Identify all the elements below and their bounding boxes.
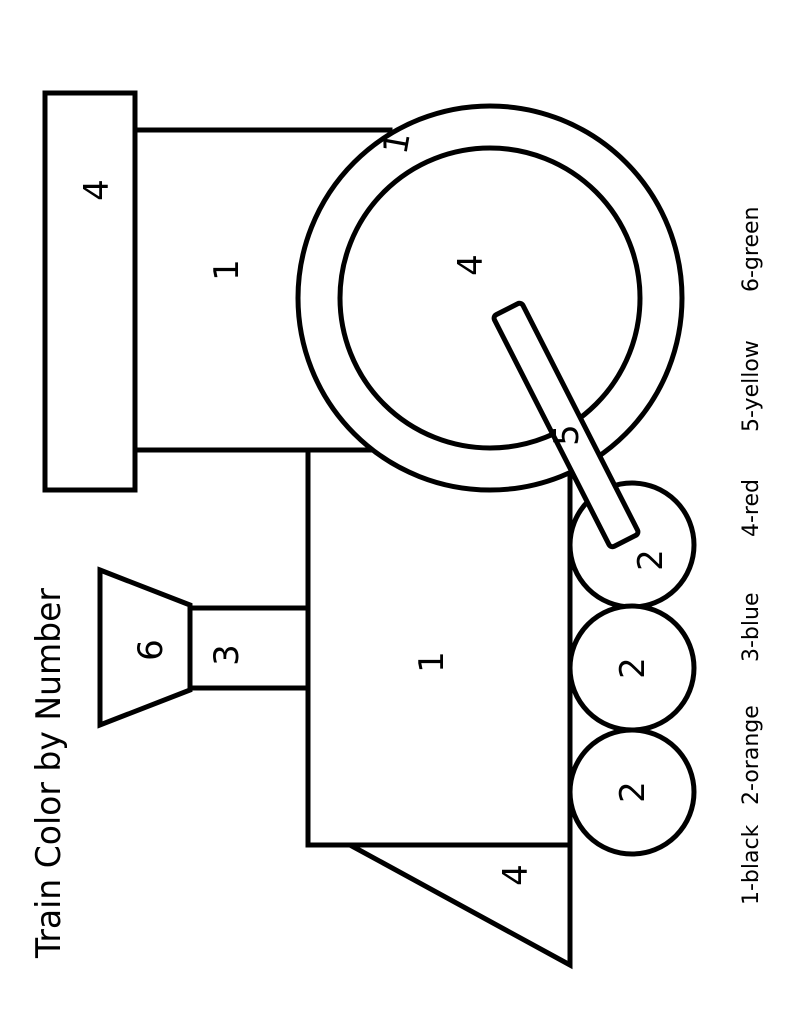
legend-item-1: 1-black <box>739 824 764 905</box>
legend-item-6: 6-green <box>739 207 764 292</box>
cab-roof[interactable] <box>42 90 138 493</box>
rod[interactable] <box>491 300 641 550</box>
cab-roof-label: 4 <box>77 179 117 201</box>
boiler[interactable] <box>337 145 643 451</box>
page-title: Train Color by Number <box>29 588 69 959</box>
chimney-top[interactable] <box>97 566 193 729</box>
cowcatcher-label: 4 <box>496 864 536 886</box>
legend-item-5: 5-yellow <box>739 340 764 432</box>
wheel-1-label: 2 <box>631 549 671 571</box>
cab-label: 1 <box>207 259 247 281</box>
wheel-2-label: 2 <box>613 657 653 679</box>
body-label: 1 <box>412 651 452 673</box>
cowcatcher[interactable] <box>348 842 573 970</box>
legend-item-2: 2-orange <box>739 705 764 805</box>
legend-item-4: 4-red <box>739 479 764 537</box>
body[interactable] <box>305 447 573 848</box>
chimney-top-label: 6 <box>131 639 171 661</box>
wheel-3-label: 2 <box>613 781 653 803</box>
wheel-3[interactable] <box>567 727 697 857</box>
legend-item-3: 3-blue <box>739 593 764 663</box>
rod-label: 5 <box>547 424 587 446</box>
chimney-label: 3 <box>207 644 247 666</box>
chimney[interactable] <box>187 605 311 691</box>
boiler-label: 4 <box>451 254 491 276</box>
